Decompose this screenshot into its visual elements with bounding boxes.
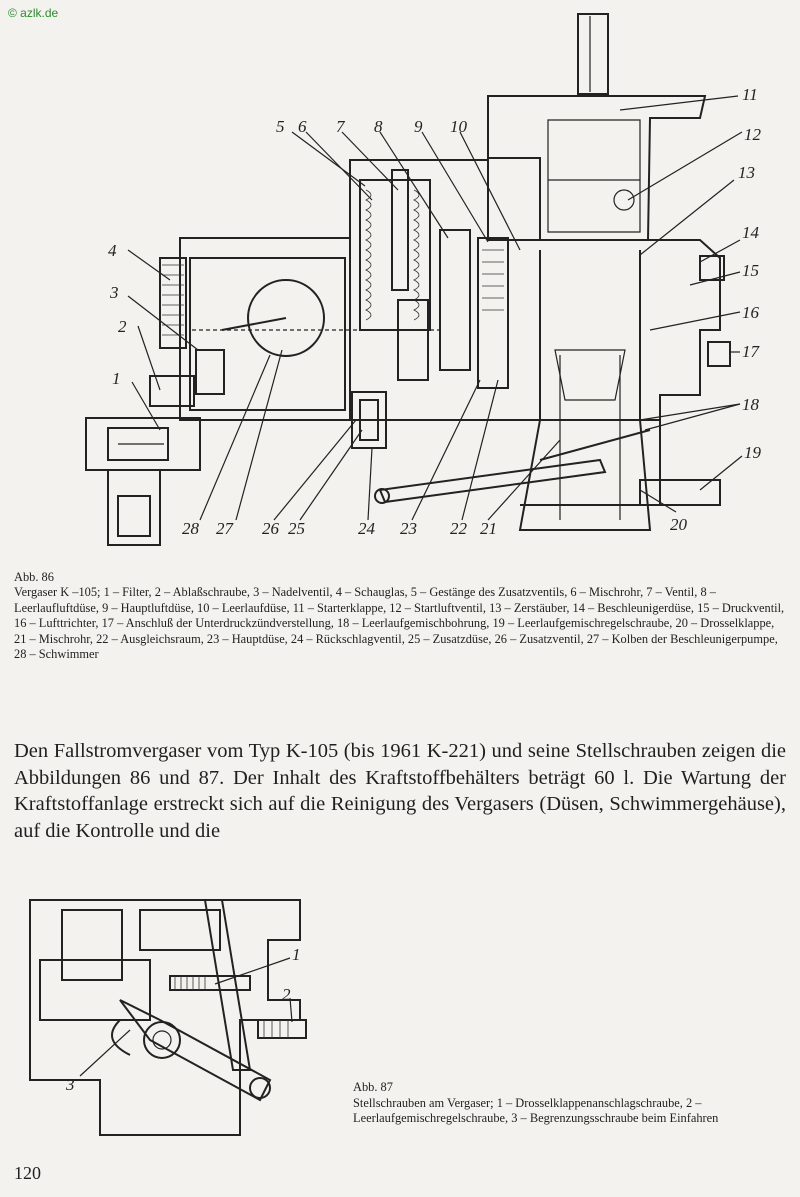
fig86-label-25: 25: [288, 519, 305, 538]
page-number: 120: [14, 1163, 41, 1183]
fig86-label-24: 24: [358, 519, 376, 538]
fig86-label-16: 16: [742, 303, 760, 322]
fig86-label-1: 1: [112, 369, 121, 388]
fig86-label-8: 8: [374, 117, 383, 136]
fig86-label-4: 4: [108, 241, 117, 260]
fig86-label-10: 10: [450, 117, 468, 136]
fig86-label-27: 27: [216, 519, 235, 538]
fig86-label-6: 6: [298, 117, 307, 136]
fig86-label-20: 20: [670, 515, 688, 534]
fig86-label-11: 11: [742, 85, 758, 104]
fig87-label-3: 3: [65, 1075, 75, 1094]
fig86-label-5: 5: [276, 117, 285, 136]
fig86-label-13: 13: [738, 163, 755, 182]
fig86-label-22: 22: [450, 519, 468, 538]
figure-86-caption: Abb. 86 Vergaser K –105; 1 – Filter, 2 –…: [14, 570, 786, 662]
fig86-label-26: 26: [262, 519, 280, 538]
fig86-label-18: 18: [742, 395, 760, 414]
fig86-label-23: 23: [400, 519, 417, 538]
fig86-label-14: 14: [742, 223, 760, 242]
figure-87-caption: Abb. 87 Stellschrauben am Vergaser; 1 – …: [353, 1080, 786, 1127]
fig86-label-3: 3: [109, 283, 119, 302]
fig86-label-7: 7: [336, 117, 346, 136]
fig86-label-21: 21: [480, 519, 497, 538]
figure-87-caption-text: Stellschrauben am Vergaser; 1 – Drosselk…: [353, 1095, 719, 1126]
figure-87-adjusting-screws: 1 2 3: [29, 899, 307, 1136]
watermark: © azlk.de: [8, 6, 59, 20]
fig86-label-9: 9: [414, 117, 423, 136]
fig86-label-12: 12: [744, 125, 762, 144]
figure-86-caption-title: Abb. 86: [14, 570, 54, 584]
fig86-label-19: 19: [744, 443, 762, 462]
fig87-label-2: 2: [282, 985, 291, 1004]
fig87-label-1: 1: [292, 945, 301, 964]
fig86-label-28: 28: [182, 519, 200, 538]
figure-86-carburetor-section: 1 2 3 4 5 6 7 8 9 10 11 12 13 14 15 16 1…: [85, 13, 762, 546]
body-paragraph: Den Fallstromvergaser vom Typ K-105 (bis…: [14, 740, 786, 842]
figure-86-caption-text: Vergaser K –105; 1 – Filter, 2 – Ablaßsc…: [14, 585, 785, 662]
figure-87-caption-title: Abb. 87: [353, 1080, 393, 1094]
fig86-label-2: 2: [118, 317, 127, 336]
fig86-label-17: 17: [742, 342, 761, 361]
fig86-label-15: 15: [742, 261, 759, 280]
